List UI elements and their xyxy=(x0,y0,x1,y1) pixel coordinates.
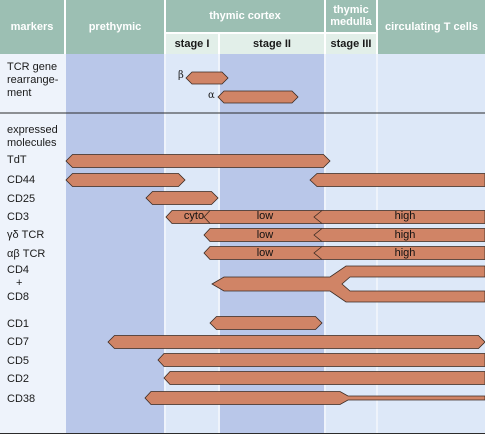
bar-cd4-cd8 xyxy=(211,265,485,303)
bar-cd44-late xyxy=(309,173,485,187)
bar-ab-tcr xyxy=(203,246,485,260)
alpha-label: α xyxy=(208,90,215,101)
cd3-cyto-text: cyto xyxy=(183,210,205,222)
bar-cd38 xyxy=(144,391,485,405)
bar-cd44-early xyxy=(65,173,186,187)
row-label-gd-tcr: γδ TCR xyxy=(7,229,45,241)
row-label-cd5: CD5 xyxy=(7,355,30,367)
header-cell-stage-3 xyxy=(326,34,376,54)
row-label-cd44: CD44 xyxy=(7,174,36,186)
header-circulating: circulating T cells xyxy=(385,21,478,33)
row-label-ab-tcr: αβ TCR xyxy=(7,248,46,260)
header-cell-markers xyxy=(0,0,64,54)
header-stage-1: stage I xyxy=(174,38,210,50)
row-label-cd38: CD38 xyxy=(7,393,36,405)
bar-gd-tcr xyxy=(203,228,485,242)
band-stage-3 xyxy=(326,54,376,434)
row-label-cd7: CD7 xyxy=(7,336,30,348)
header-cell-medulla xyxy=(326,0,376,32)
bar-cd25 xyxy=(145,191,219,205)
row-label-cd3: CD3 xyxy=(7,211,30,223)
header-prethymic: prethymic xyxy=(88,21,142,33)
header-markers: markers xyxy=(10,21,54,33)
header-cell-cortex xyxy=(166,0,324,32)
gd-chevron xyxy=(313,228,323,242)
header-thymic-medulla: thymic medulla xyxy=(330,4,372,28)
bar-cd7 xyxy=(107,335,485,349)
expressed-molecules-label: expressed molecules xyxy=(7,124,58,149)
bar-cd5 xyxy=(157,353,485,367)
bar-tcr-beta xyxy=(185,71,229,85)
ab-chevron xyxy=(313,246,323,260)
header-stage-3: stage III xyxy=(330,38,372,50)
header-cell-prethymic xyxy=(66,0,164,54)
header-cell-stage-2 xyxy=(220,34,324,54)
beta-label: β xyxy=(178,70,184,81)
row-label-cd8: CD8 xyxy=(7,291,30,303)
ab-low-text: low xyxy=(256,247,274,259)
cd3-chevron-1 xyxy=(203,210,211,224)
header-cell-circulating xyxy=(378,0,485,54)
header-cell-stage-1 xyxy=(166,34,218,54)
cd3-high-text: high xyxy=(394,210,416,222)
row-label-tdt: TdT xyxy=(7,154,27,166)
row-label-plus: + xyxy=(16,277,23,289)
ab-high-text: high xyxy=(394,247,416,259)
row-label-cd2: CD2 xyxy=(7,373,30,385)
bar-cd3 xyxy=(165,210,485,224)
band-stage-1 xyxy=(166,54,218,434)
gd-low-text: low xyxy=(256,229,274,241)
row-label-cd25: CD25 xyxy=(7,193,36,205)
cd3-chevron-2 xyxy=(313,210,323,224)
row-label-cd1: CD1 xyxy=(7,318,30,330)
tcr-rearrangement-label: TCR gene rearrange-ment xyxy=(7,61,59,99)
bar-tcr-alpha xyxy=(217,90,299,104)
bar-cd1 xyxy=(209,316,323,330)
gd-high-text: high xyxy=(394,229,416,241)
row-label-cd4: CD4 xyxy=(7,264,30,276)
bar-cd2 xyxy=(163,371,485,385)
band-stage-2 xyxy=(220,54,324,434)
bar-tdt xyxy=(65,154,331,168)
header-thymic-cortex: thymic cortex xyxy=(209,10,281,22)
band-prethymic xyxy=(66,54,164,434)
header-stage-2: stage II xyxy=(253,38,291,50)
cd3-low-text: low xyxy=(256,210,274,222)
band-circulating xyxy=(378,54,485,434)
